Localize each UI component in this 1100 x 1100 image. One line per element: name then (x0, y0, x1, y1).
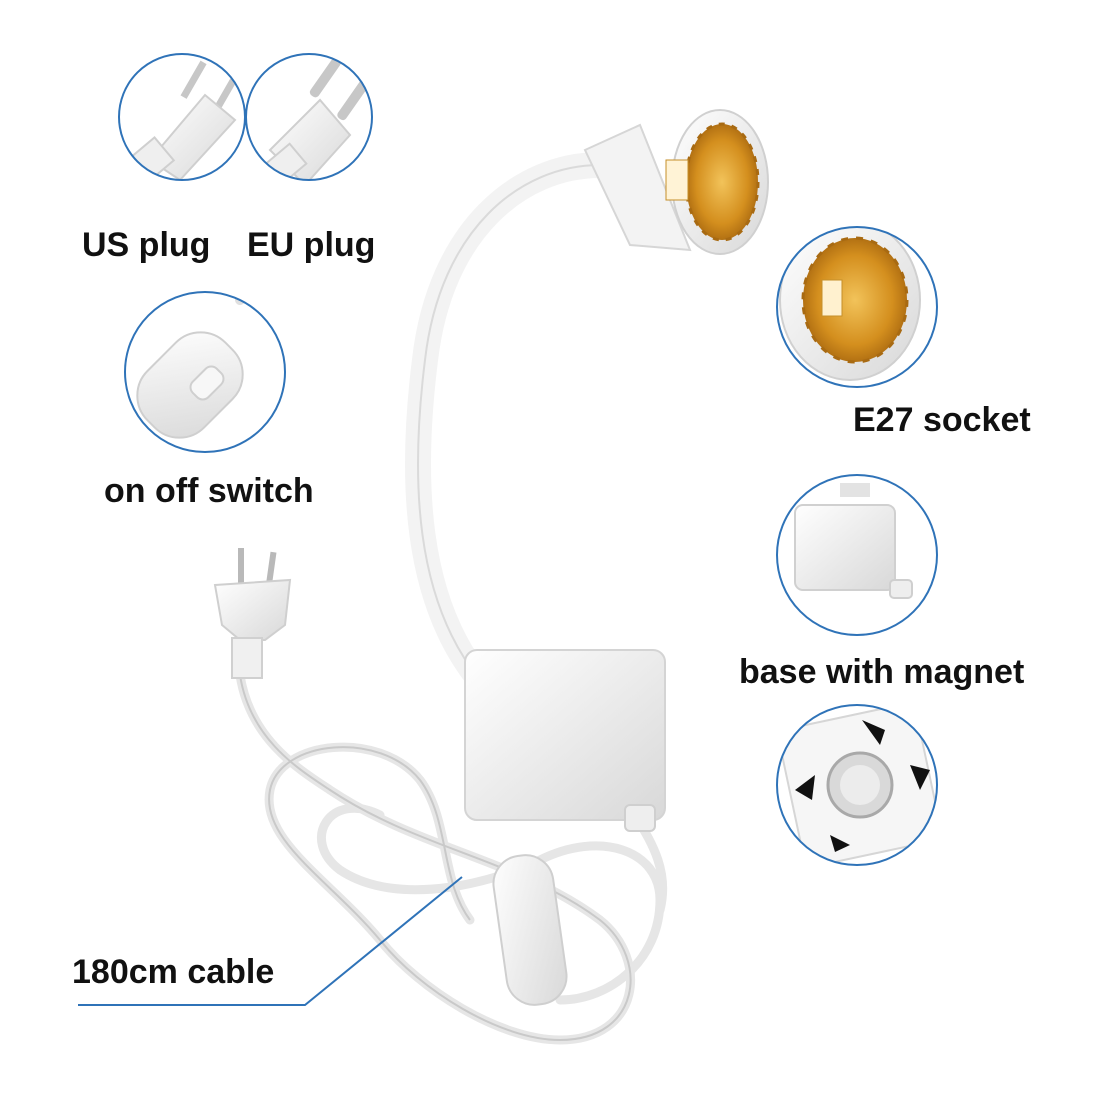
e27-socket-label: E27 socket (853, 401, 1031, 439)
base-detail (776, 474, 938, 636)
base-magnet-label: base with magnet (739, 653, 1025, 691)
switch-label: on off switch (104, 472, 314, 510)
eu-plug-detail (245, 53, 373, 181)
e27-socket-detail (776, 226, 938, 388)
us-plug-detail (118, 53, 246, 181)
base-box (464, 649, 666, 832)
switch-detail (124, 291, 286, 453)
power-plug (213, 548, 292, 679)
eu-plug-label: EU plug (247, 226, 376, 264)
lamp-socket (583, 109, 769, 255)
magnet-detail (776, 704, 938, 866)
inline-switch (492, 854, 568, 1006)
cable-callout-line (78, 876, 463, 1006)
gooseneck-arm (405, 152, 613, 693)
cable-label: 180cm cable (72, 953, 275, 991)
us-plug-label: US plug (82, 226, 211, 264)
